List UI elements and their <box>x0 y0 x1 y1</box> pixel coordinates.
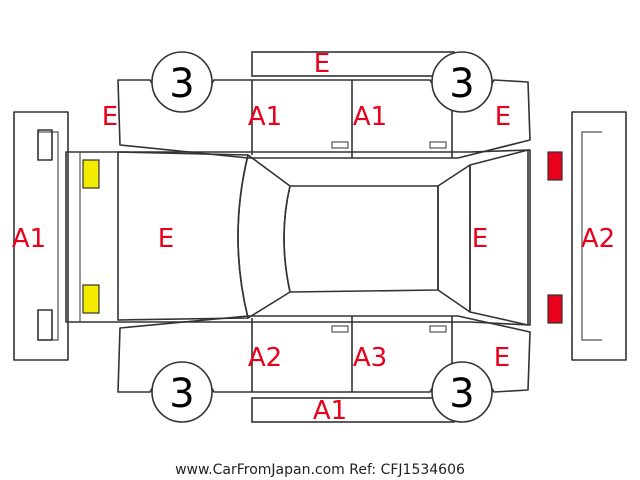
wheel-front-right: 3 <box>151 361 213 423</box>
taillight-icon <box>547 294 563 324</box>
code-front-fender-top: E <box>102 102 118 132</box>
headlight-icon <box>82 159 100 189</box>
wheel-rear-left: 3 <box>431 51 493 113</box>
cabin-roof-outline <box>283 185 439 293</box>
footer-reference: www.CarFromJapan.com Ref: CFJ1534606 <box>175 462 465 478</box>
body-outline-top-view <box>65 149 531 326</box>
top-front-handle <box>331 141 349 149</box>
code-front-door-bottom: A2 <box>248 343 282 373</box>
wheel-rear-left-value: 3 <box>449 61 474 107</box>
bottom-front-handle <box>331 325 349 333</box>
front-bumper-outline <box>13 111 69 361</box>
code-front-door-top: A1 <box>248 102 282 132</box>
code-rear-fender-bottom: E <box>494 343 510 373</box>
roof-top-panel <box>251 51 455 77</box>
windshield-outline <box>237 154 291 319</box>
wheel-front-left-value: 3 <box>169 61 194 107</box>
hood-outline <box>117 151 249 321</box>
wheel-front-right-value: 3 <box>169 371 194 417</box>
taillight-icon <box>547 151 563 181</box>
code-roof-top: E <box>314 49 330 79</box>
wheel-rear-right-value: 3 <box>449 371 474 417</box>
code-hood: E <box>158 224 174 254</box>
code-rear-door-bottom: A3 <box>353 343 387 373</box>
code-rear-bumper: A2 <box>581 224 615 254</box>
wheel-front-left: 3 <box>151 51 213 113</box>
front-bumper-marker-bottom <box>37 309 53 341</box>
top-rear-handle <box>429 141 447 149</box>
front-bumper-marker-top <box>37 129 53 161</box>
bottom-rear-handle <box>429 325 447 333</box>
rear-bumper-outline <box>571 111 627 361</box>
code-front-bumper: A1 <box>12 224 46 254</box>
code-rocker-bottom: A1 <box>313 396 347 426</box>
rear-bumper-inner <box>581 131 602 341</box>
code-rear-door-top: A1 <box>353 102 387 132</box>
code-rear-fender-top: E <box>495 102 511 132</box>
headlight-icon <box>82 284 100 314</box>
wheel-rear-right: 3 <box>431 361 493 423</box>
rear-window-outline <box>437 164 471 313</box>
code-trunk: E <box>472 224 488 254</box>
trunk-outline <box>469 149 529 326</box>
rocker-bottom-panel <box>251 397 455 423</box>
